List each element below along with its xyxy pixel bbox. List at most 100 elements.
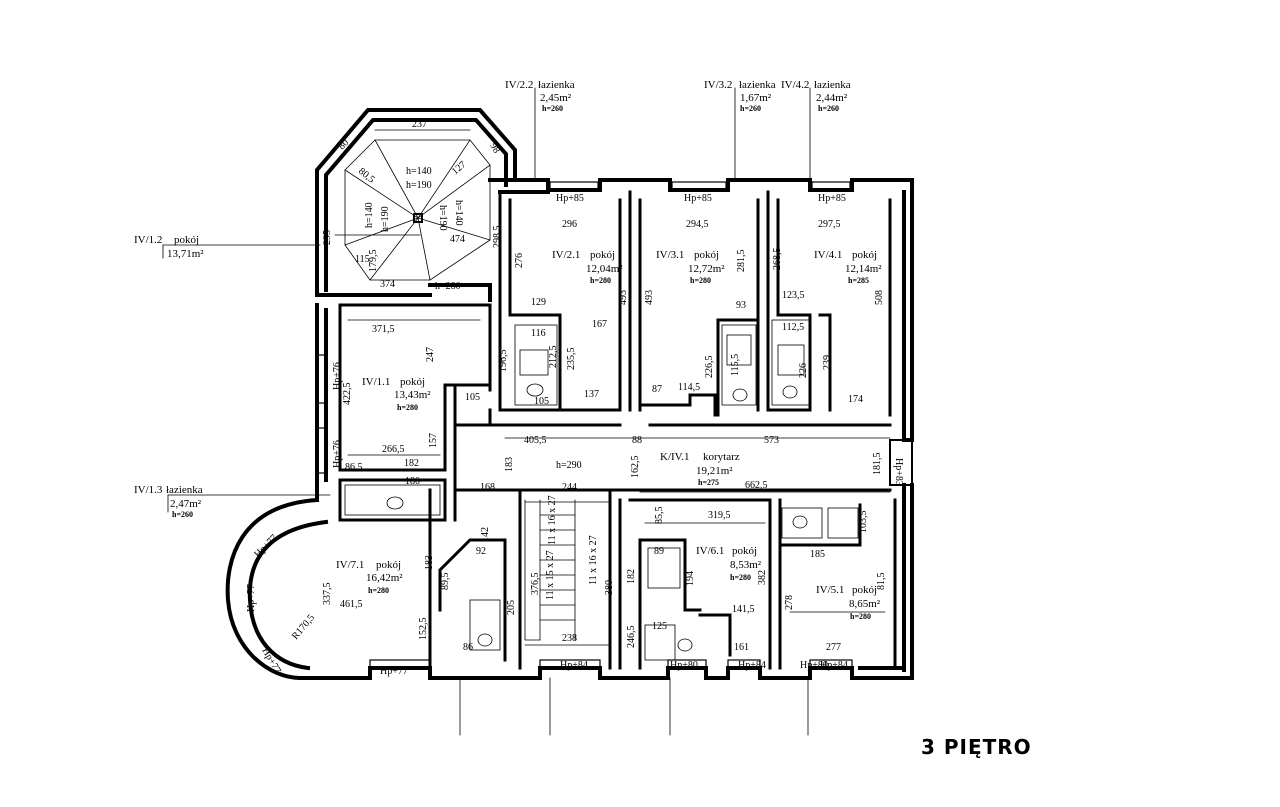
room-area: 8,53m² [730,559,762,571]
room-id: IV/1.1 [362,376,390,388]
room-name: pokój [732,545,757,557]
dim-label: 115 [355,254,370,265]
dim-label: 182 [404,458,419,469]
room-id: IV/2.1 [552,249,580,261]
dim-label: 93 [736,300,746,311]
room-height: h=275 [698,478,719,487]
dim-label: 167 [592,319,607,330]
dim-label: 174 [848,394,863,405]
room-area: 13,43m² [394,389,431,401]
room-name: łazienka [166,484,203,496]
dim-label: 141,5 [732,604,755,615]
dim-label: 474 [450,234,465,245]
dim-label: 319,5 [708,510,731,521]
room-id: IV/3.1 [656,249,684,261]
room-height: h=260 [818,104,839,113]
dim-label: 105 [465,392,480,403]
dim-label: 246,5 [626,626,637,649]
room-area: 8,65m² [849,598,881,610]
dim-label: 662,5 [745,480,768,491]
dim-label: h=140 [364,202,375,228]
dim-label: 137 [584,389,599,400]
dim-label: 247 [425,347,436,362]
dim-label: 266,5 [382,444,405,455]
room-name: pokój [174,234,199,246]
window-label: Hp+84 [820,660,848,671]
dim-label: 405,5 [524,435,547,446]
room-area: 2,47m² [170,498,202,510]
room-name: korytarz [703,451,740,463]
dim-label: 297,5 [818,219,841,230]
dim-label: 493 [618,290,629,305]
dim-label: 89,5 [440,573,451,591]
dim-label: 461,5 [340,599,363,610]
dim-label: 180 [405,476,420,487]
room-height: h=285 [848,276,869,285]
dim-label: R170,5 [290,613,317,642]
window-label: Hp+85 [556,193,584,204]
room-area: 16,42m² [366,572,403,584]
room-height: h=280 [690,276,711,285]
dim-label: 244 [562,482,577,493]
window-label: Hp+80 [800,660,828,671]
dim-label: 508 [874,290,885,305]
window-label: Hp+85 [684,193,712,204]
dim-label: 168 [480,482,495,493]
window-label: Hp+80 [670,660,698,671]
dim-label: h=190 [380,206,391,232]
room-id: IV/6.1 [696,545,724,557]
dim-label: 80,5 [356,166,376,186]
dimension-labels: 237 98 80 127 80,5 h=140 h=190 h=140 h=1… [290,119,887,653]
dim-label: 298,5 [492,226,503,249]
dim-label: 181,5 [872,453,883,476]
dim-label: 11 x 16 x 27 [588,535,599,585]
room-name: pokój [376,559,401,571]
dim-label: 212,5 [548,346,559,369]
detail-lines [162,87,891,736]
window-label: Hp+76 [332,440,343,468]
floor-title: 3 PIĘTRO [921,735,1032,759]
dim-label: 239 [822,355,833,370]
dim-label: 238 [562,633,577,644]
dim-label: 86,5 [345,462,363,473]
dim-label: 92 [476,546,486,557]
dim-label: 182 [626,569,637,584]
interior-walls [338,190,897,670]
dim-label: 374 [380,279,395,290]
dim-label: 162,5 [630,456,641,479]
dim-label: 87 [652,384,662,395]
dim-label: 276 [514,253,525,268]
room-name: łazienka [538,79,575,91]
dim-label: 123,5 [782,290,805,301]
room-id: IV/3.2 [704,79,732,91]
room-id: IV/7.1 [336,559,364,571]
room-name: pokój [400,376,425,388]
dim-label: h=190 [406,180,432,191]
dim-label: h=280 [435,281,461,292]
dim-label: 573 [764,435,779,446]
dim-label: 371,5 [372,324,395,335]
dim-label: 89 [654,546,664,557]
room-id: IV/5.1 [816,584,844,596]
dim-label: 115,5 [730,354,741,376]
room-height: h=280 [397,403,418,412]
window-label: Hp+77 [252,533,279,560]
dim-label: 196,5 [498,350,509,373]
dim-label: 11 x 16 x 27 [547,495,558,545]
dim-label: 382 [757,570,768,585]
dim-label: 376,5 [530,573,541,596]
dim-label: 294,5 [686,219,709,230]
dim-label: 179,5 [368,250,379,273]
room-height: h=260 [172,510,193,519]
dim-label: 125 [652,621,667,632]
dim-label: 268,5 [772,248,783,271]
room-area: 2,45m² [540,92,572,104]
window-label: Hp+85 [818,193,846,204]
room-name: pokój [852,249,877,261]
dim-label: 277 [826,642,841,653]
room-id: IV/4.1 [814,249,842,261]
dim-label: 278 [784,595,795,610]
room-id: IV/2.2 [505,79,533,91]
dim-label: 226 [798,363,809,378]
room-area: 12,04m² [586,263,623,275]
